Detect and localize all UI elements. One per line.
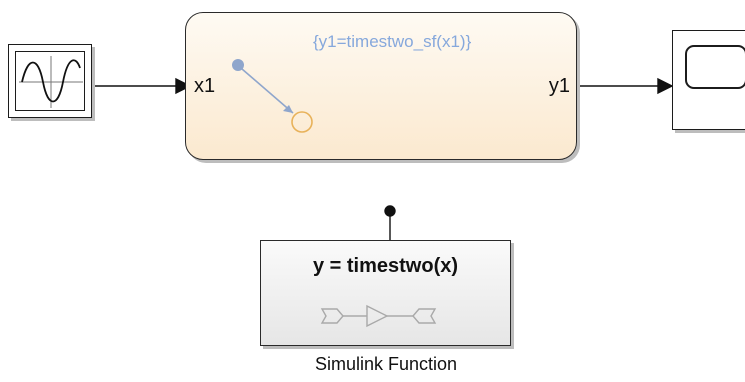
function-block-caption: Simulink Function — [314, 354, 458, 374]
default-transition-arrow — [241, 68, 294, 114]
sine-wave-icon-frame — [15, 51, 85, 111]
default-transition-icon — [232, 59, 313, 133]
state-junction-circle — [291, 111, 313, 133]
stateflow-chart-block[interactable]: x1 y1 — [185, 12, 577, 160]
arrowhead-chart-input — [175, 77, 192, 95]
function-trigger-dot — [384, 205, 396, 217]
sine-wave-icon — [19, 56, 83, 108]
function-signature: y = timestwo(x) — [312, 255, 459, 277]
scope-icon — [685, 45, 745, 89]
arrowhead-scope-input — [657, 77, 674, 95]
chart-input-port-label: x1 — [194, 75, 216, 97]
in-gain-out-icon — [320, 304, 437, 328]
default-transition-dot — [232, 59, 244, 71]
sine-wave-block[interactable] — [8, 44, 92, 118]
chart-transition-action: {y1=timestwo_sf(x1)} — [313, 32, 472, 51]
simulink-function-block[interactable]: y = timestwo(x) — [260, 240, 511, 346]
scope-block[interactable] — [672, 30, 745, 130]
chart-output-port-label: y1 — [548, 75, 570, 97]
